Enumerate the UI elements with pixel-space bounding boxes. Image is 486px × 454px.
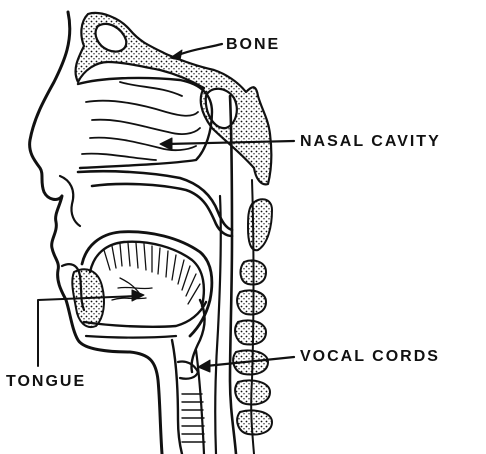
larynx-front [172, 340, 182, 454]
nasal-turbinate-3 [92, 120, 200, 134]
label-vocal-cords: VOCAL CORDS [300, 348, 440, 366]
vocal-cords-shape [178, 361, 198, 378]
label-bone: BONE [226, 36, 280, 54]
bone-arrowhead [170, 50, 182, 60]
label-nasal-cavity: NASAL CAVITY [300, 133, 441, 151]
label-tongue: TONGUE [6, 373, 86, 391]
palate-lower [92, 184, 232, 236]
nasal-turbinate-5 [82, 154, 156, 160]
vocal-cords-arrowhead [198, 360, 210, 372]
pharynx-inner-wall [215, 196, 221, 454]
upper-lip-teeth [60, 176, 80, 226]
nasal-cavity-leader-line [166, 141, 294, 144]
nasal-turbinate-2 [86, 101, 198, 116]
bone-leader-line [176, 44, 222, 56]
tongue-muscle-fibers [104, 243, 200, 304]
palate [78, 171, 232, 230]
nasal-turbinate-1 [120, 82, 182, 96]
jaw-line [86, 336, 176, 338]
